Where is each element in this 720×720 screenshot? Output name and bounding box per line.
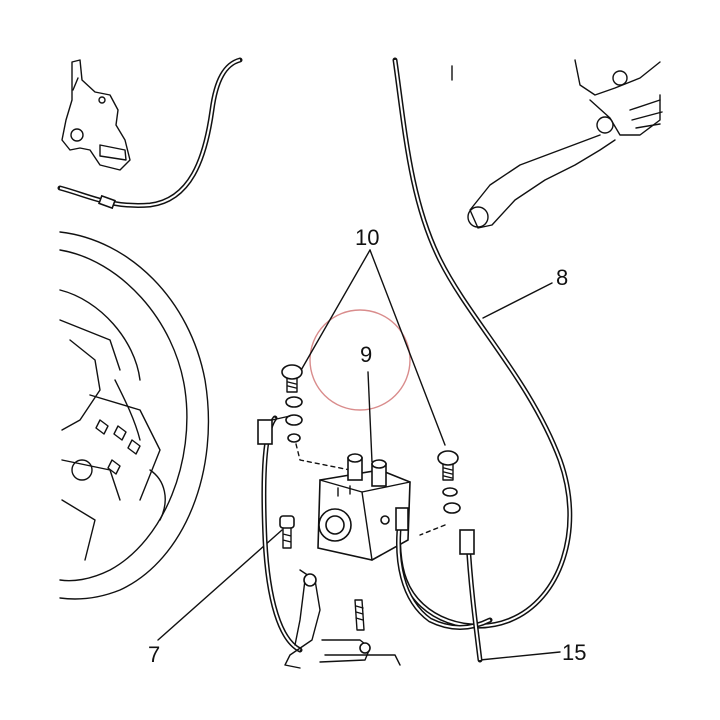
left-hose — [257, 415, 303, 653]
left-bolt-stack — [281, 364, 351, 471]
callout-15: 15 — [562, 640, 586, 665]
upper-cable — [57, 57, 243, 210]
top-left-bracket — [61, 59, 131, 171]
callout-7: 7 — [148, 642, 160, 667]
brake-lever — [467, 59, 663, 229]
callout-leaders — [157, 249, 561, 661]
callout-9: 9 — [360, 342, 372, 367]
brake-hose-8 — [392, 57, 573, 629]
bolt-7 — [279, 515, 295, 549]
highlight-circle — [309, 309, 411, 411]
right-hoses — [395, 507, 493, 663]
callout-8: 8 — [556, 265, 568, 290]
front-wheel-disc — [59, 231, 210, 600]
hydraulic-block — [317, 453, 411, 561]
lower-bracket — [284, 569, 401, 669]
right-bolt-stack — [419, 450, 461, 536]
callout-10: 10 — [355, 225, 379, 250]
